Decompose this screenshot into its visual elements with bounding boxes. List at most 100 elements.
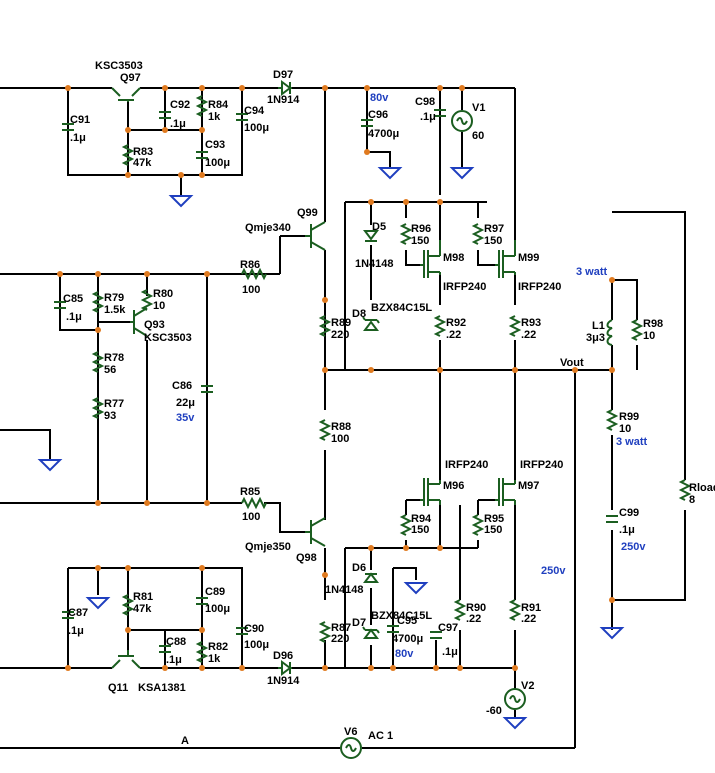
c97-value: .1μ bbox=[442, 646, 458, 658]
r81-value: 47k bbox=[133, 603, 152, 615]
c98-symbol bbox=[434, 109, 446, 117]
c88-name: C88 bbox=[166, 636, 186, 648]
r88-name: R88 bbox=[331, 421, 351, 433]
c93-name: C93 bbox=[205, 139, 225, 151]
q97-model: KSC3503 bbox=[95, 60, 143, 72]
d6-model: 1N4148 bbox=[325, 584, 364, 596]
r94-name: R94 bbox=[411, 513, 432, 525]
q98-name: Q98 bbox=[296, 552, 317, 564]
r91-name: R91 bbox=[521, 602, 541, 614]
r87-value: 220 bbox=[331, 633, 349, 645]
q97-symbol bbox=[111, 87, 141, 102]
d97-model: 1N914 bbox=[267, 94, 300, 106]
c96-rating: 80v bbox=[370, 92, 389, 104]
r90-value: .22 bbox=[466, 613, 481, 625]
ground-icon bbox=[502, 717, 528, 730]
q98-model: Qmje350 bbox=[245, 541, 291, 553]
q11-name: Q11 bbox=[108, 682, 128, 694]
d96-symbol bbox=[278, 660, 292, 676]
c95-symbol bbox=[387, 625, 399, 633]
r94-symbol bbox=[399, 514, 413, 536]
r77-name: R77 bbox=[104, 398, 124, 410]
r77-value: 93 bbox=[104, 410, 116, 422]
rload-value: 8 bbox=[689, 494, 695, 506]
r91-symbol bbox=[508, 599, 522, 621]
d96-name: D96 bbox=[273, 650, 293, 662]
d7-name: D7 bbox=[352, 617, 366, 629]
c86-rating: 35v bbox=[176, 412, 195, 424]
c88-value: .1μ bbox=[166, 654, 182, 666]
m99-model: IRFP240 bbox=[518, 281, 561, 293]
c86-value: 22μ bbox=[176, 397, 195, 409]
d6-name: D6 bbox=[352, 562, 366, 574]
r79-value: 1.5k bbox=[104, 304, 126, 316]
c91-name: C91 bbox=[70, 114, 90, 126]
c90-value: 100μ bbox=[244, 639, 269, 651]
diode-symbols bbox=[278, 80, 380, 676]
r84-name: R84 bbox=[208, 99, 229, 111]
c95-name: C95 bbox=[397, 615, 417, 627]
r87-name: R87 bbox=[331, 622, 351, 634]
c91-value: .1μ bbox=[70, 132, 86, 144]
c92-name: C92 bbox=[170, 99, 190, 111]
r92-value: .22 bbox=[446, 329, 461, 341]
v6-value: AC 1 bbox=[368, 730, 393, 742]
r97-name: R97 bbox=[484, 223, 504, 235]
r89-symbol bbox=[318, 315, 332, 337]
rload-name: Rload bbox=[689, 482, 715, 494]
r92-name: R92 bbox=[446, 317, 466, 329]
c91-symbol bbox=[62, 123, 74, 131]
c95-rating: 80v bbox=[395, 648, 414, 660]
d8-name: D8 bbox=[352, 308, 366, 320]
r88-value: 100 bbox=[331, 433, 349, 445]
r95-symbol bbox=[471, 514, 485, 536]
r99-symbol bbox=[605, 409, 619, 431]
ground-icon bbox=[403, 582, 429, 595]
v6-symbol bbox=[340, 737, 362, 759]
r90-symbol bbox=[453, 599, 467, 621]
q93-name: Q93 bbox=[144, 319, 165, 331]
c95-value: 4700μ bbox=[392, 633, 423, 645]
r86-value: 100 bbox=[242, 284, 260, 296]
r81-name: R81 bbox=[133, 591, 153, 603]
c92-value: .1μ bbox=[170, 118, 186, 130]
c96-name: C96 bbox=[368, 109, 388, 121]
c99-value: .1μ bbox=[619, 524, 635, 536]
r89-value: 220 bbox=[331, 329, 349, 341]
q99-symbol bbox=[305, 221, 326, 251]
l1-value: 3μ3 bbox=[586, 332, 605, 344]
c85-value: .1μ bbox=[66, 311, 82, 323]
c99-name: C99 bbox=[619, 507, 639, 519]
m96-model: IRFP240 bbox=[445, 459, 488, 471]
c89-name: C89 bbox=[205, 586, 225, 598]
m97-symbol bbox=[495, 478, 516, 506]
c93-symbol bbox=[196, 151, 208, 159]
wires bbox=[0, 87, 686, 749]
r82-value: 1k bbox=[208, 653, 221, 665]
rload-symbol bbox=[678, 479, 692, 501]
m97-name: M97 bbox=[518, 480, 539, 492]
q93-model: KSC3503 bbox=[144, 332, 192, 344]
d97-symbol bbox=[278, 80, 292, 96]
r85-value: 100 bbox=[242, 511, 260, 523]
q11-symbol bbox=[111, 650, 141, 669]
junction-dots bbox=[57, 85, 615, 671]
r97-value: 150 bbox=[484, 235, 502, 247]
r90-name: R90 bbox=[466, 602, 486, 614]
r99-value: 10 bbox=[619, 423, 631, 435]
node-250v: 250v bbox=[541, 565, 566, 577]
q93-symbol bbox=[130, 307, 148, 337]
c87-value: .1μ bbox=[68, 625, 84, 637]
ground-icon bbox=[599, 627, 625, 640]
c90-name: C90 bbox=[244, 623, 264, 635]
r83-symbol bbox=[121, 144, 135, 166]
d6-symbol bbox=[363, 572, 379, 583]
d97-name: D97 bbox=[273, 69, 293, 81]
r83-value: 47k bbox=[133, 157, 152, 169]
c96-symbol bbox=[361, 119, 373, 127]
r80-value: 10 bbox=[153, 300, 165, 312]
labels: KSC3503 Q97 D97 1N914 C92 .1μ R84 1k C94… bbox=[63, 60, 715, 747]
node-vout: Vout bbox=[560, 357, 584, 369]
resistor-symbols bbox=[91, 95, 692, 663]
source-symbols bbox=[340, 110, 526, 759]
